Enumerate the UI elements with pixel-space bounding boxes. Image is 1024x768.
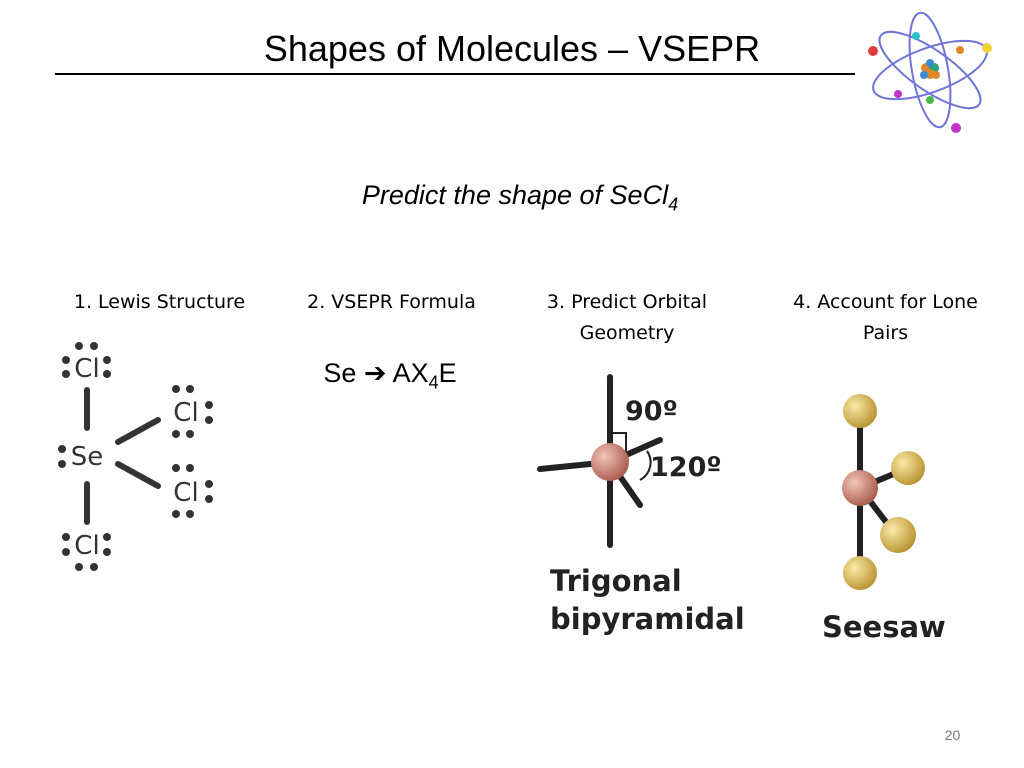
step-2-line1: 2. VSEPR Formula xyxy=(307,291,476,313)
slide-title: Shapes of Molecules – VSEPR xyxy=(263,28,761,69)
step-4-heading: 4. Account for Lone Pairs xyxy=(768,287,1003,349)
subtitle-subscript: 4 xyxy=(668,194,679,215)
orbital-caption: Trigonal bipyramidal xyxy=(550,562,770,638)
orbital-geometry-diagram: 90º 120º xyxy=(537,374,722,548)
lewis-cl-upper-right: Cl xyxy=(173,398,198,428)
title-divider xyxy=(55,73,855,75)
slide-subtitle: Predict the shape of SeCl4 xyxy=(0,180,1024,215)
formula-e: E xyxy=(438,358,457,388)
lewis-structure-diagram: Cl Se Cl Cl Cl xyxy=(58,342,213,571)
page-number: 20 xyxy=(944,727,961,743)
step-4-line1: 4. Account for Lone xyxy=(793,291,978,313)
lewis-cl-lower-right: Cl xyxy=(173,478,198,508)
angle-axial-label: 90º xyxy=(625,396,678,427)
step-3-line1: 3. Predict Orbital xyxy=(546,291,708,313)
formula-subscript: 4 xyxy=(428,372,439,393)
step-3-heading: 3. Predict Orbital Geometry xyxy=(522,287,732,349)
step-4-line2: Pairs xyxy=(862,322,909,344)
lewis-cl-bottom: Cl xyxy=(74,531,99,561)
subtitle-text: Predict the shape of SeCl xyxy=(361,180,669,210)
seesaw-caption: Seesaw xyxy=(822,610,946,644)
formula-ax: AX xyxy=(392,358,429,388)
step-3-line2: Geometry xyxy=(579,322,675,344)
seesaw-shape-diagram xyxy=(842,394,925,590)
step-2-heading: 2. VSEPR Formula xyxy=(294,287,489,318)
angle-equatorial-label: 120º xyxy=(650,452,722,483)
arrow-icon: ➔ xyxy=(363,358,387,388)
vsepr-formula: Se ➔ AX4E xyxy=(300,358,480,393)
step-1-heading: 1. Lewis Structure xyxy=(52,287,267,318)
atom-logo-icon xyxy=(868,11,992,133)
formula-left: Se xyxy=(323,358,357,388)
lewis-cl-top: Cl xyxy=(74,354,99,384)
step-1-line1: 1. Lewis Structure xyxy=(73,291,246,313)
lewis-se-label: Se xyxy=(71,442,104,472)
orbital-caption-line1: Trigonal xyxy=(550,564,682,598)
orbital-caption-line2: bipyramidal xyxy=(550,602,745,636)
